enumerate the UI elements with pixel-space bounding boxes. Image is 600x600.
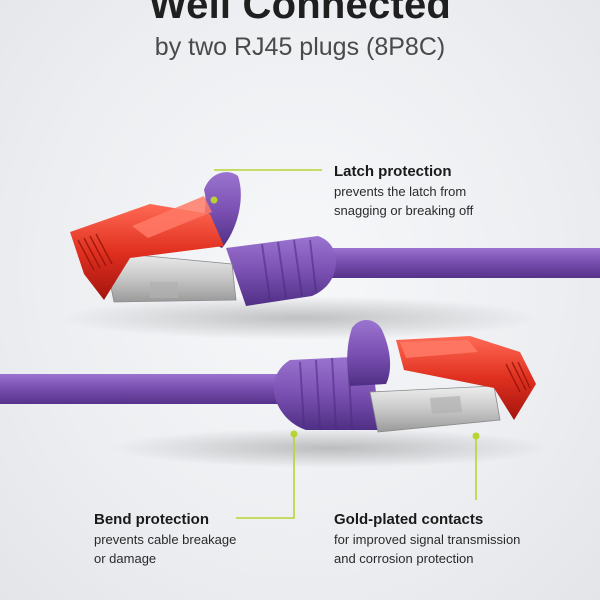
shadow-bottom: [110, 428, 550, 468]
top-boot: [226, 236, 336, 306]
callout-gold-line1: for improved signal transmission: [334, 532, 521, 547]
top-plug-body: [70, 204, 224, 300]
top-cable: [300, 248, 600, 278]
callout-bend-protection: Bend protection prevents cable breakage …: [94, 510, 294, 568]
leader-bend: [236, 436, 295, 519]
bottom-latch-hood: [347, 319, 391, 386]
bottom-plug-body: [396, 336, 536, 420]
callout-gold-line2: and corrosion protection: [334, 551, 474, 566]
callout-bend-line1: prevents cable breakage: [94, 532, 237, 547]
bottom-connector: [0, 319, 536, 433]
callout-bend-title: Bend protection: [94, 511, 209, 528]
callout-gold-contacts: Gold-plated contacts for improved signal…: [334, 510, 574, 568]
page-subtitle: by two RJ45 plugs (8P8C): [154, 33, 446, 61]
bottom-cable: [0, 374, 300, 404]
top-connector: [70, 172, 600, 306]
page-title: Well Connected: [148, 0, 452, 27]
leader-lines: [214, 169, 477, 519]
shadow-top: [60, 296, 540, 340]
callout-bend-line2: or damage: [94, 551, 157, 566]
callout-latch-protection: Latch protection prevents the latch from…: [334, 162, 574, 220]
callout-latch-line1: prevents the latch from: [334, 184, 467, 199]
marker-latch: [210, 196, 218, 204]
callout-latch-line2: snagging or breaking off: [334, 203, 474, 218]
marker-gold: [472, 432, 480, 440]
callout-gold-title: Gold-plated contacts: [334, 511, 484, 528]
callout-latch-title: Latch protection: [334, 163, 452, 180]
marker-bend: [290, 430, 298, 438]
